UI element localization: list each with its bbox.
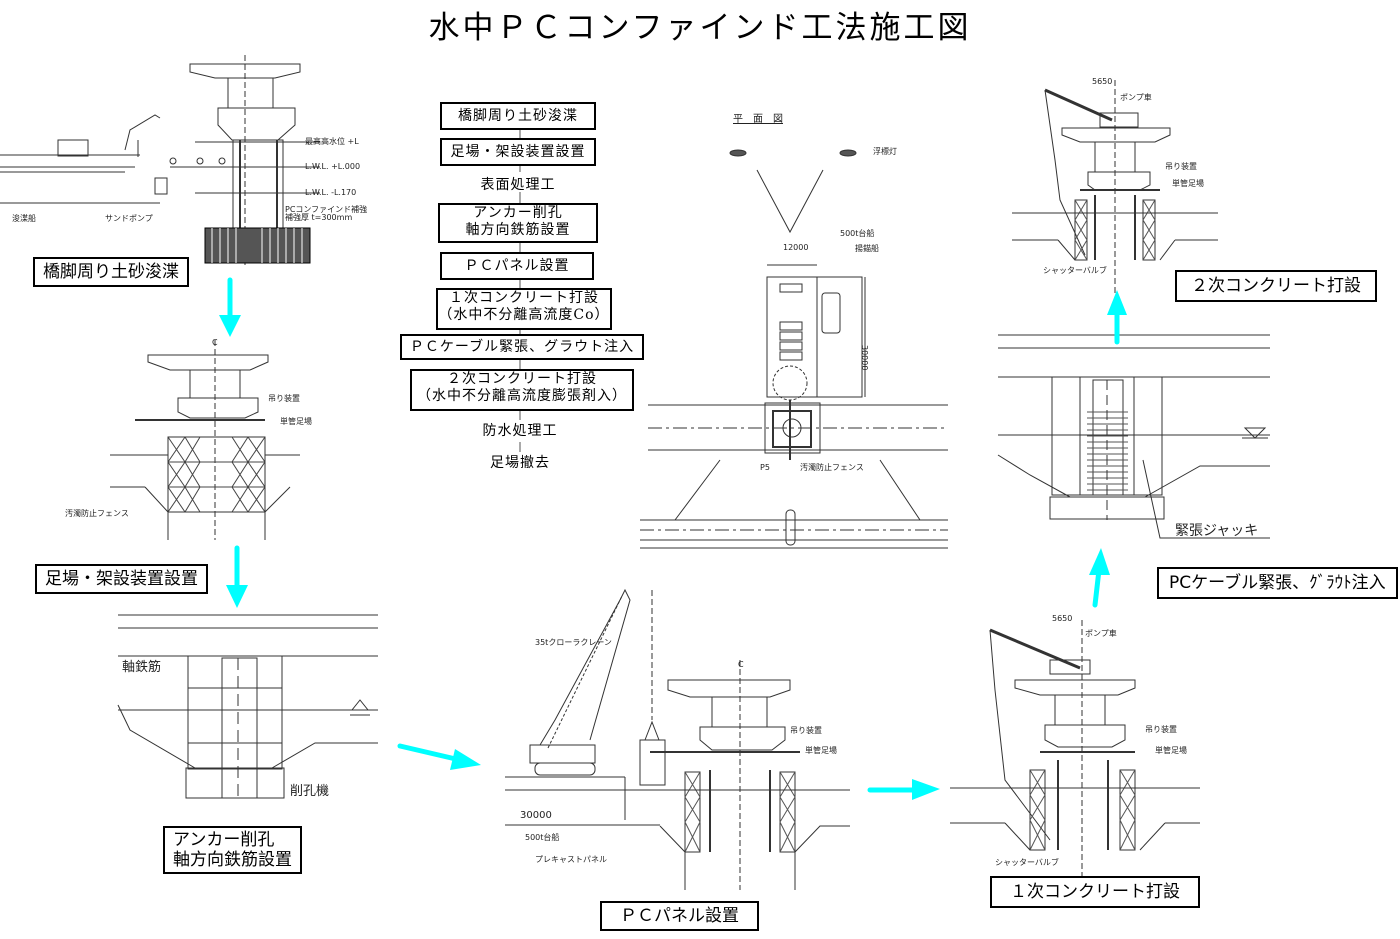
pc-hanger-label: 吊り装置 (790, 725, 822, 735)
arrow-right-1 (397, 743, 481, 770)
arrow-down-1 (219, 277, 241, 337)
flow-step-3: 表面処理工 (480, 177, 556, 193)
dredging-drawing (0, 55, 320, 265)
flow-step-8: ２次コンクリート打設 （水中不分離高流度膨張剤入） (410, 369, 634, 411)
level1-label: 最高高水位 +L (305, 136, 359, 146)
first-hanger-label: 吊り装置 (1145, 724, 1177, 734)
plan-silt-fence-label: 汚濁防止フェンス (800, 462, 864, 472)
flow-step-4: アンカー削孔 軸方向鉄筋設置 (438, 203, 598, 243)
tensioning-drawing (997, 334, 1270, 539)
length-label: 30000 (860, 345, 869, 370)
caption-dredging: 橋脚周り土砂浚渫 (33, 257, 189, 287)
first-pump-label: ポンプ車 (1085, 628, 1117, 638)
pc-scaffold-label: 単管足場 (805, 745, 837, 755)
first-scaffold-label: 単管足場 (1155, 745, 1187, 755)
plan-view-drawing (640, 149, 948, 549)
note2-label: 補強厚 t=300mm (285, 212, 352, 222)
first-dim-label: 5650 (1052, 614, 1072, 623)
second-dim-label: 5650 (1092, 77, 1112, 86)
sand-pump-label: サンドポンプ (105, 214, 153, 223)
pc-panel-drawing (505, 588, 850, 890)
buoy-label: 浮標灯 (873, 146, 897, 156)
crane-label: 35tクローラクレーン (535, 638, 612, 647)
second-scaffold-label: 単管足場 (1172, 178, 1204, 188)
page-title: 水中ＰＣコンファインド工法施工図 (428, 10, 972, 46)
tug-label: 揚錨船 (855, 243, 879, 253)
pipe-scaffold-label: 単管足場 (280, 416, 312, 426)
first-concrete-drawing (950, 620, 1200, 880)
flow-step-9: 防水処理工 (482, 423, 558, 439)
flow-step-10: 足場撤去 (490, 455, 550, 471)
pc-centerline-label: C (738, 660, 744, 669)
caption-tensioning: PCケーブル緊張、ｸﾞﾗｳﾄ注入 (1157, 567, 1398, 599)
arrow-up-2 (1107, 290, 1127, 345)
drill-label: 削孔機 (290, 784, 329, 799)
arrow-right-2 (867, 779, 940, 800)
hanger-label: 吊り装置 (268, 393, 300, 403)
flow-step-7: ＰＣケーブル緊張、グラウト注入 (400, 334, 644, 360)
barge-label: 500t台船 (525, 832, 559, 842)
second-pump-label: ポンプ車 (1120, 92, 1152, 102)
pier-label: P5 (760, 463, 770, 472)
scaffold-drawing (110, 340, 300, 540)
flow-step-1: 橋脚周り土砂浚渫 (440, 102, 596, 130)
flow-step-5: ＰＣパネル設置 (440, 252, 594, 280)
caption-second-concrete: ２次コンクリート打設 (1175, 270, 1377, 302)
jack-label: 緊張ジャッキ (1175, 523, 1258, 539)
caption-first-concrete: １次コンクリート打設 (990, 876, 1200, 908)
anchor-drawing (117, 614, 378, 799)
rebar-label: 軸鉄筋 (122, 659, 161, 675)
level2-label: L.W.L. +L.000 (305, 162, 360, 171)
caption-pc-panel: ＰＣパネル設置 (600, 901, 759, 931)
arrow-up-1 (1089, 548, 1110, 608)
centerline-label: C (212, 338, 218, 347)
level3-label: L.W.L. -L.170 (305, 188, 356, 197)
arrow-down-2 (226, 545, 248, 608)
panel-label: プレキャストパネル (535, 855, 607, 864)
second-hanger-label: 吊り装置 (1165, 161, 1197, 171)
flow-step-2: 足場・架設装置設置 (440, 138, 596, 166)
second-concrete-drawing (1012, 80, 1218, 300)
width-label: 12000 (783, 243, 808, 252)
plan-title: 平 面 図 (733, 113, 783, 125)
caption-anchor: アンカー削孔 軸方向鉄筋設置 (163, 826, 302, 874)
caption-scaffold: 足場・架設装置設置 (35, 564, 208, 594)
second-valve-label: シャッターバルブ (1043, 265, 1107, 275)
silt-fence-label: 汚濁防止フェンス (65, 508, 129, 518)
note1-label: PCコンファインド補強 (285, 204, 367, 214)
flow-step-6: １次コンクリート打設 （水中不分離高流度Co） (436, 288, 612, 330)
plan-barge-label: 500t台船 (840, 228, 874, 238)
dim-label: 30000 (520, 810, 552, 821)
dredger-label: 浚渫船 (12, 213, 36, 223)
first-valve-label: シャッターバルブ (995, 857, 1059, 867)
